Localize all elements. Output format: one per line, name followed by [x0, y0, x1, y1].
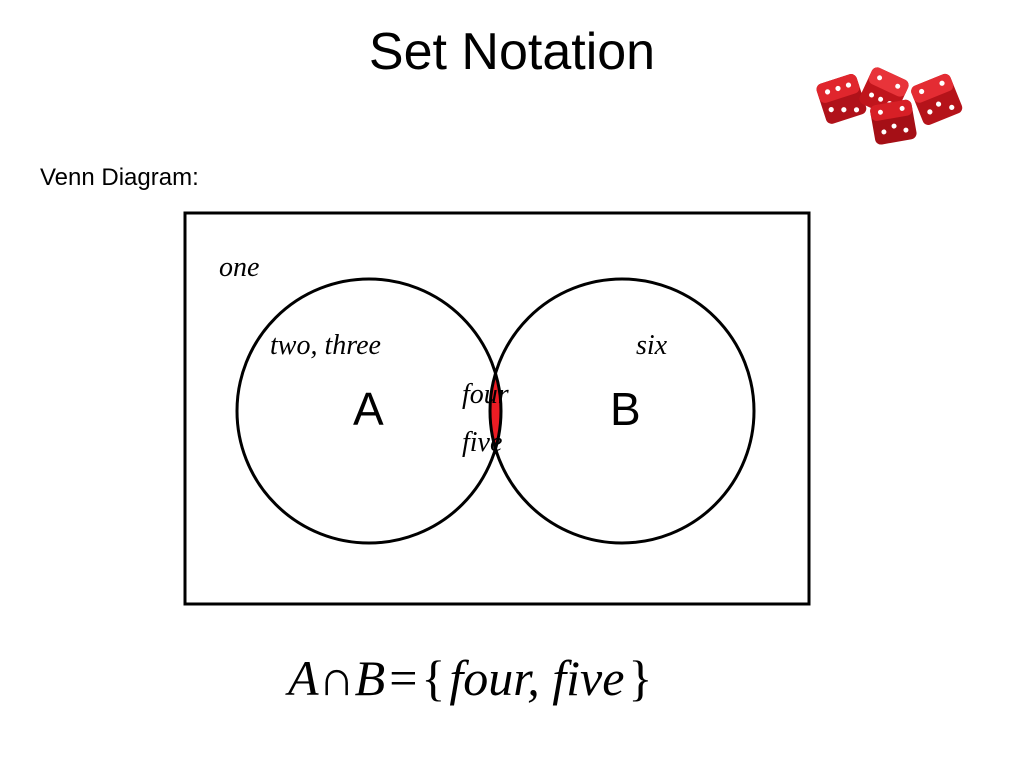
venn-diagram-label: Venn Diagram:: [40, 164, 199, 191]
set-b-only-elements: six: [636, 330, 668, 361]
formula-equals: =: [389, 650, 418, 706]
set-a-name: A: [353, 383, 384, 435]
dice-icon: [816, 67, 963, 145]
formula-close-brace: }: [628, 650, 653, 706]
intersection-formula: A∩B={four, five}: [288, 644, 728, 712]
formula-open-brace: {: [421, 650, 446, 706]
formula-items: four, five: [449, 650, 625, 706]
formula-intersection-operator: ∩: [318, 650, 355, 706]
intersection-element-2: five: [462, 427, 502, 458]
set-b-name: B: [610, 383, 641, 435]
formula-set-b: B: [354, 650, 386, 706]
set-b-circle: [488, 277, 756, 545]
slide-title: Set Notation: [368, 23, 656, 81]
set-a-only-elements: two, three: [270, 330, 381, 361]
formula-set-a: A: [288, 650, 319, 706]
set-a-circle: [235, 277, 503, 545]
intersection-element-1: four: [462, 379, 509, 410]
universe-element: one: [219, 252, 259, 283]
